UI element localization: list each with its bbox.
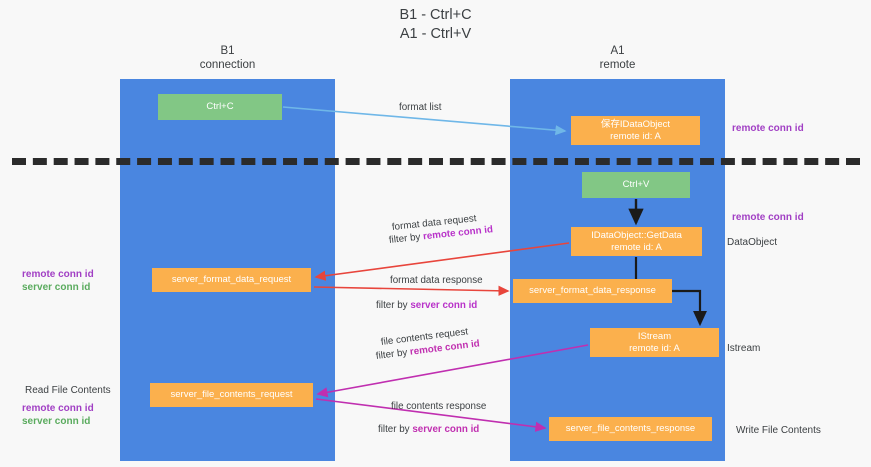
filter-prefix: filter by [388,231,424,246]
edge-label-format-data-response: format data response [390,275,483,286]
node-save-idataobject[interactable]: 保存IDataObject remote id: A [571,116,700,145]
column-header-b1: B1 connection [199,45,256,71]
side-label-read-file-contents: Read File Contents [25,385,111,396]
column-header-a1: A1 remote [599,45,636,71]
node-server-file-contents-response[interactable]: server_file_contents_response [549,417,712,441]
side-label-write-file-contents: Write File Contents [736,425,821,436]
side-label-server-conn-id-bottom: server conn id [22,416,91,427]
side-label-dataobject: DataObject [727,237,778,248]
filter-key-server-conn-id: server conn id [410,300,478,311]
side-label-remote-conn-id: remote conn id [22,269,94,280]
diagram-title: B1 - Ctrl+C A1 - Ctrl+V [399,7,472,42]
node-istream[interactable]: IStream remote id: A [590,328,719,357]
side-label-istream: Istream [727,343,761,354]
node-ctrl-v[interactable]: Ctrl+V [582,172,690,198]
filter-prefix: filter by [376,300,411,311]
node-idataobject-getdata[interactable]: IDataObject::GetData remote id: A [571,227,702,256]
filter-prefix: filter by [375,346,411,362]
edge-filter-format-data-response: filter by server conn id [376,299,477,313]
filter-key-server-conn-id: server conn id [412,424,480,435]
side-label-conn-id-group-bottom: remote conn id server conn id [22,402,94,428]
edge-label-file-contents-response: file contents response [391,401,487,412]
side-label-server-conn-id: server conn id [22,282,91,293]
side-label-remote-conn-id-bottom: remote conn id [22,403,94,414]
side-label-remote-conn-id-top: remote conn id [732,123,804,134]
edge-filter-file-contents-response: filter by server conn id [378,423,479,437]
node-ctrl-c[interactable]: Ctrl+C [158,94,282,120]
filter-prefix: filter by [378,424,413,435]
side-label-remote-conn-id-middle: remote conn id [732,212,804,223]
side-label-conn-id-group-middle: remote conn id server conn id [22,268,94,294]
node-server-format-data-request[interactable]: server_format_data_request [152,268,311,292]
node-server-format-data-response[interactable]: server_format_data_response [513,279,672,303]
phase-separator [12,158,860,165]
edge-label-format-list: format list [399,102,442,113]
node-server-file-contents-request[interactable]: server_file_contents_request [150,383,313,407]
